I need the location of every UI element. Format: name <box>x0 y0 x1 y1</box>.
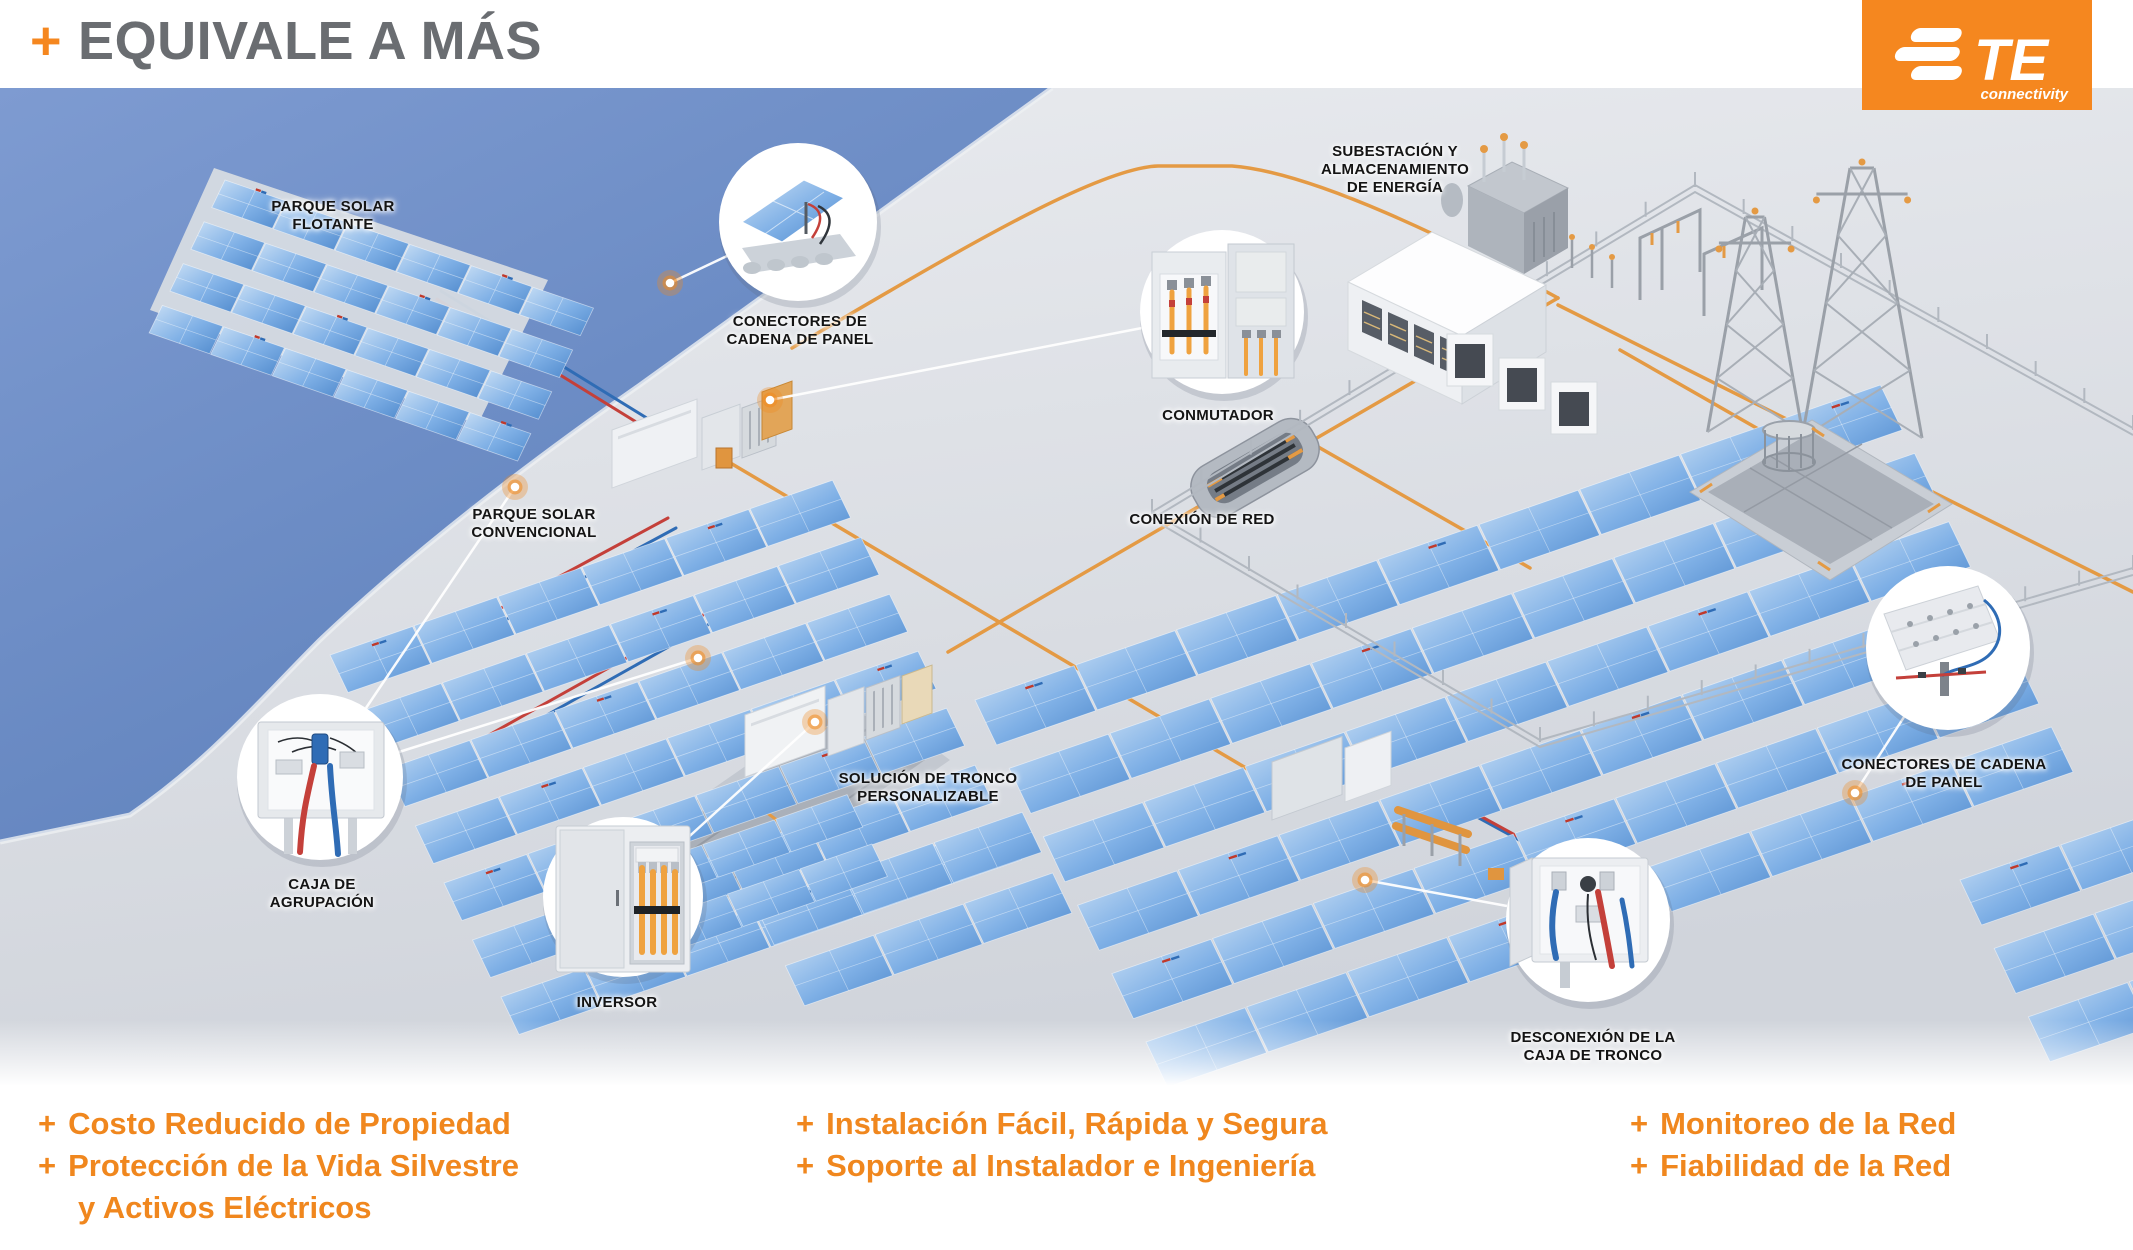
conventional-solar-park <box>329 479 1023 1035</box>
callout-combiner-box <box>237 694 407 867</box>
benefits-column-2: +Instalación Fácil, Rápida y Segura +Sop… <box>796 1103 1327 1187</box>
label-inversor: INVERSOR <box>576 994 658 1011</box>
anchor-glow-dot <box>502 474 528 500</box>
benefits-column-1: +Costo Reducido de Propiedad +Protección… <box>38 1103 519 1229</box>
te-logo-brand: TE <box>1974 28 2050 93</box>
anchor-glow-dot <box>802 709 828 735</box>
callout-panel-connectors-right <box>1866 566 2034 737</box>
anchor-glow-dot <box>685 645 711 671</box>
lattice-tower <box>1800 158 1924 439</box>
callout-trunk-disconnect <box>1506 838 1674 1009</box>
callout-inverter <box>543 817 707 984</box>
anchor-glow-dot <box>757 387 783 413</box>
te-logo-icon: TE connectivity <box>1894 28 2069 103</box>
label-conmutador: CONMUTADOR <box>1162 407 1274 424</box>
te-connectivity-logo: TE connectivity <box>1862 0 2092 110</box>
lower-center-panels <box>754 811 1073 1007</box>
benefits-column-3: +Monitoreo de la Red +Fiabilidad de la R… <box>1630 1103 1956 1187</box>
plus-icon: + <box>30 11 63 71</box>
shoreline <box>0 85 1054 845</box>
right-park-equipment <box>1271 730 1552 904</box>
te-logo-tagline: connectivity <box>1980 86 2068 103</box>
anchor-glow-dot <box>1352 867 1378 893</box>
power-transformer <box>1441 133 1570 274</box>
benefit-item: +Protección de la Vida Silvestre <box>38 1148 519 1183</box>
disconnect-switches <box>1569 234 1615 288</box>
gantry-frames <box>1638 207 1764 316</box>
benefits-footer: +Costo Reducido de Propiedad +Protección… <box>0 1085 2133 1250</box>
lattice-tower <box>1706 207 1804 433</box>
benefit-item-continuation: y Activos Eléctricos <box>78 1190 372 1225</box>
scene-bottom-fade <box>0 1020 2133 1086</box>
callout-panel-connectors-left <box>719 143 881 308</box>
anchor-glow-dot <box>657 270 683 296</box>
junction-box <box>715 447 733 469</box>
floating-solar-park <box>148 179 595 462</box>
page-title-text: EQUIVALE A MÁS <box>78 11 543 71</box>
page-title: +EQUIVALE A MÁS <box>30 10 542 72</box>
transmission-towers <box>1706 158 1924 439</box>
anchor-glow-dot <box>1842 780 1868 806</box>
trunk-solution-equipment <box>744 664 933 778</box>
header-bar: +EQUIVALE A MÁS <box>0 0 2133 88</box>
callout-switchgear <box>1140 230 1308 401</box>
benefit-item: +Fiabilidad de la Red <box>1630 1148 1952 1183</box>
callout-leader-lines <box>364 254 1906 908</box>
inverter-cabinet-row <box>1446 333 1598 435</box>
callout-anchor-points <box>502 270 1868 893</box>
benefit-item: +Costo Reducido de Propiedad <box>38 1106 511 1141</box>
label-conexion-de-red: CONEXIÓN DE RED <box>1129 511 1275 528</box>
grounding-pit <box>1689 419 1953 581</box>
benefit-item: +Instalación Fácil, Rápida y Segura <box>796 1106 1328 1141</box>
substation <box>1151 133 2133 749</box>
benefit-item: +Monitoreo de la Red <box>1630 1106 1957 1141</box>
benefit-item: +Soporte al Instalador e Ingeniería <box>796 1148 1316 1183</box>
